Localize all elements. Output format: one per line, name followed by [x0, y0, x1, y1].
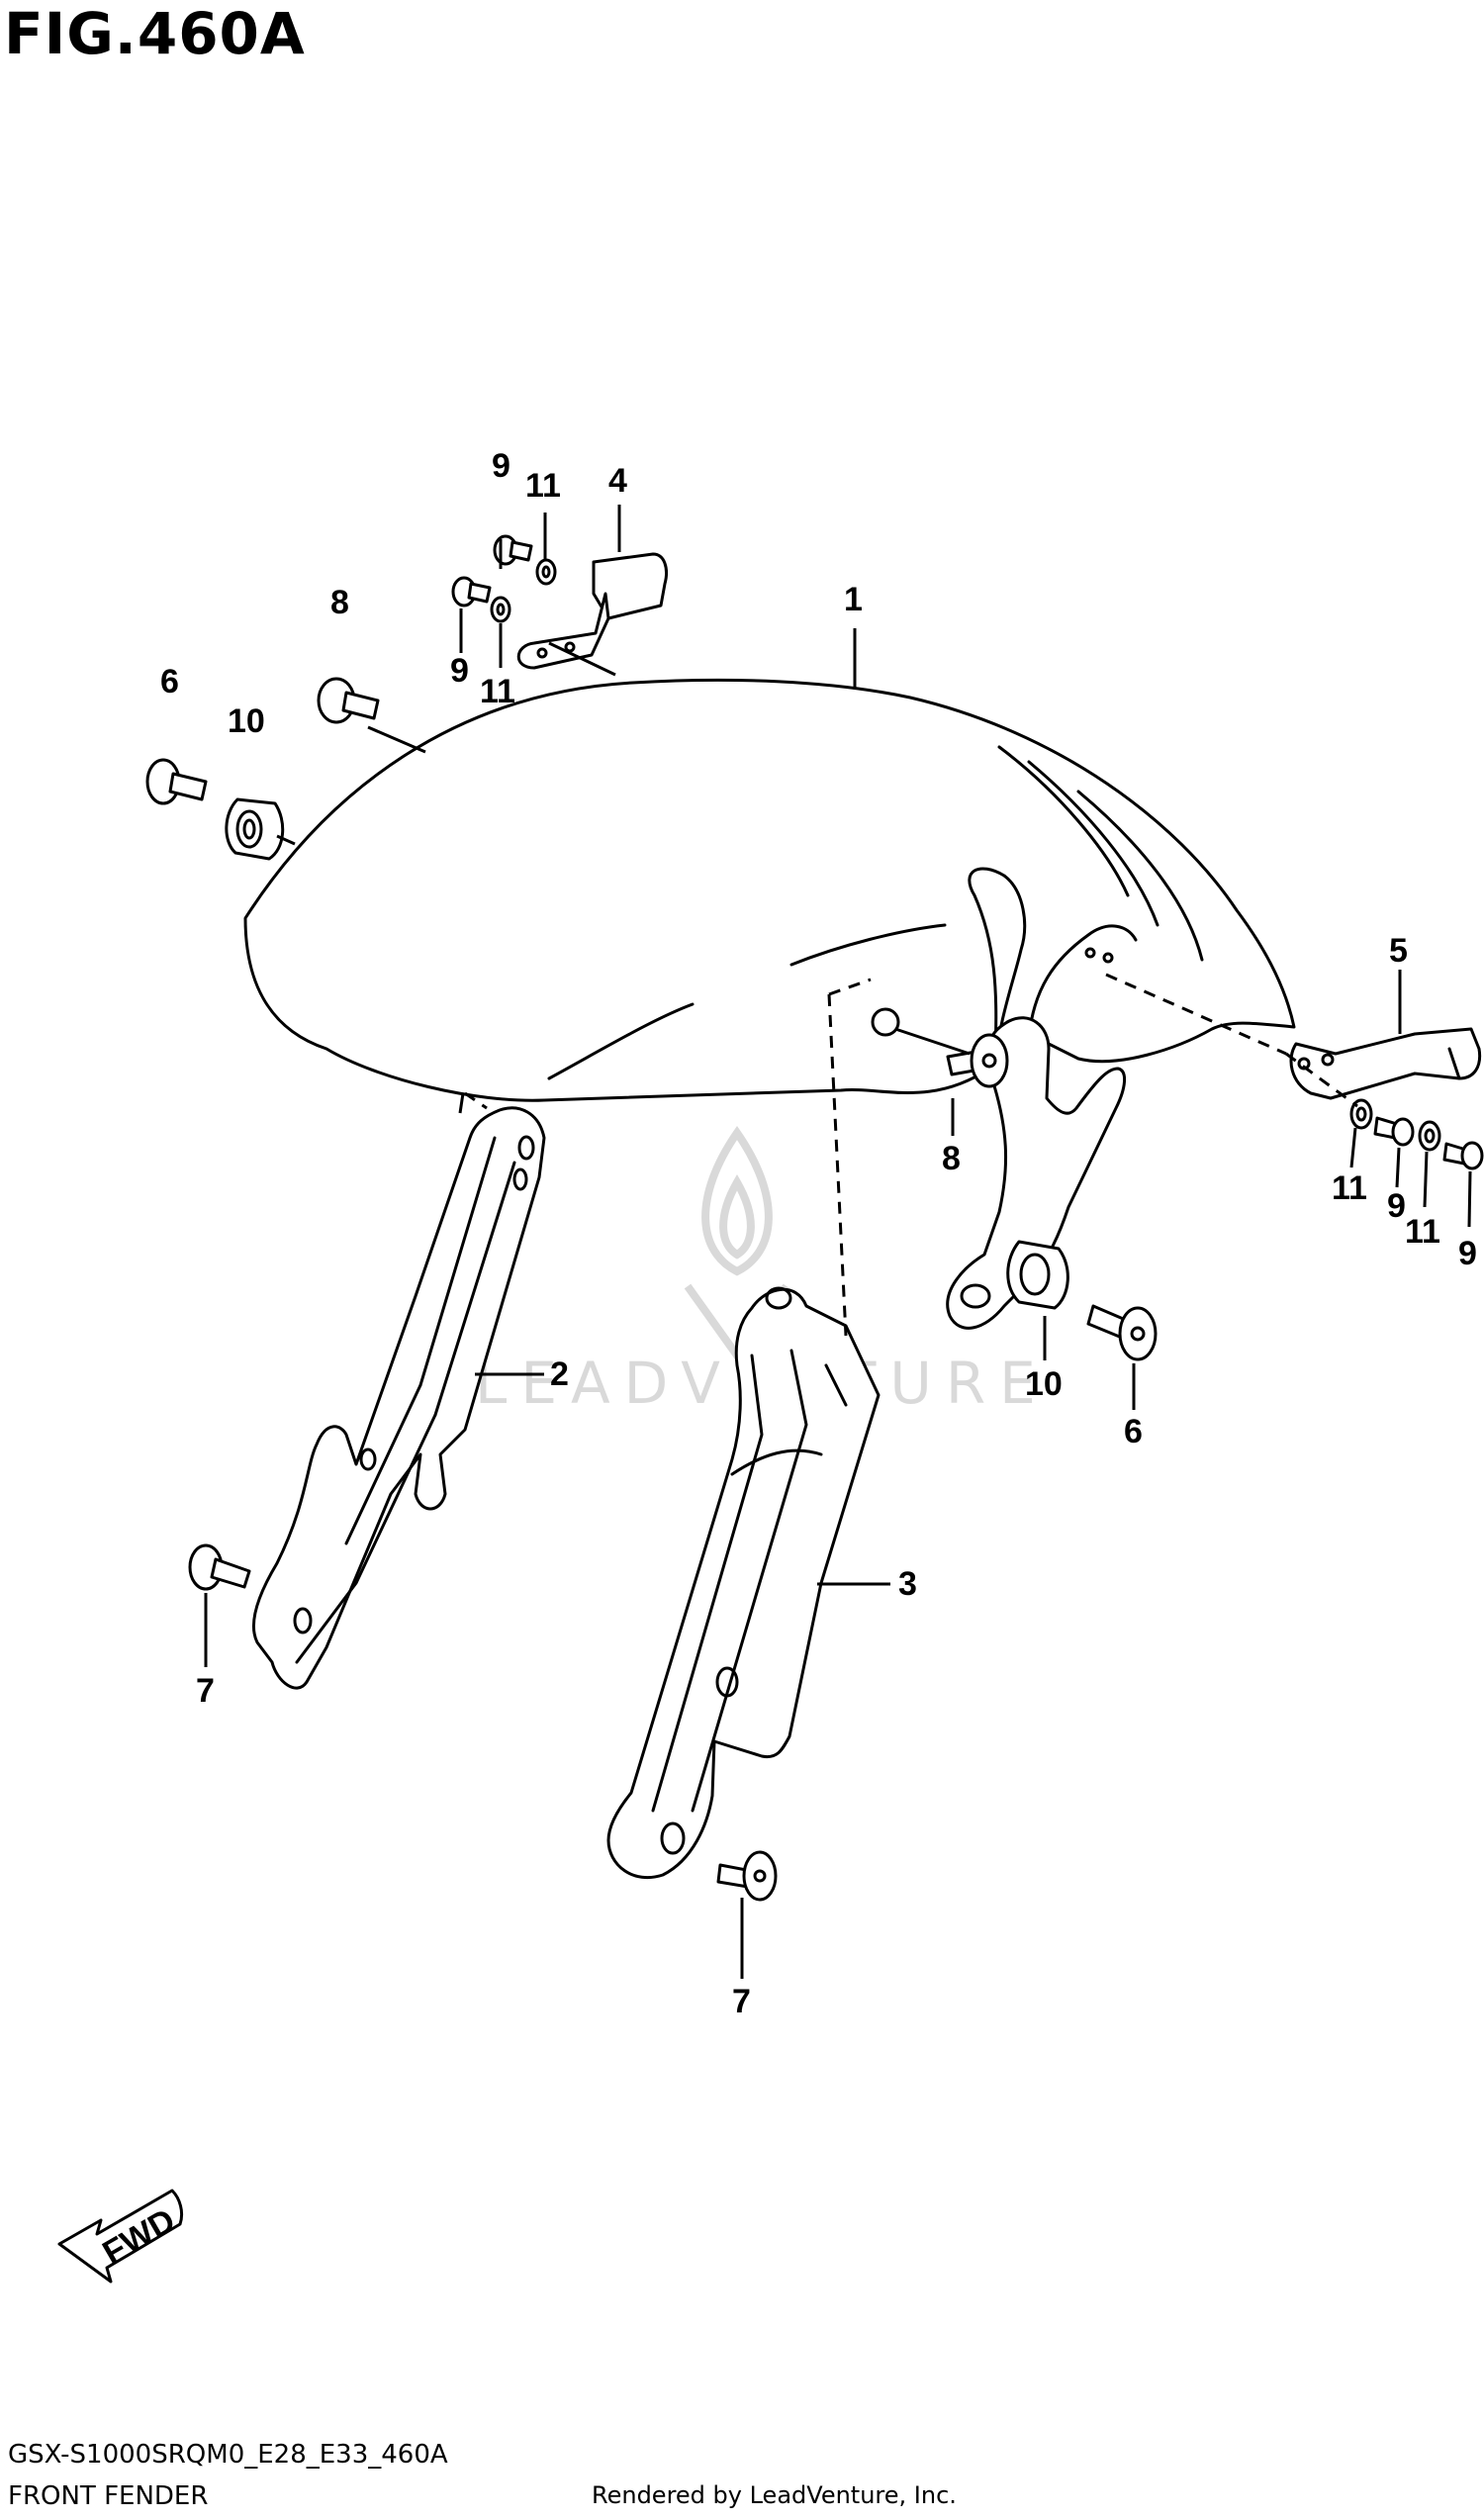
front-fender-part	[243, 678, 1296, 1102]
washer-11-upper-left-part	[490, 596, 511, 623]
washer-11-upper-part	[535, 558, 557, 586]
diagram-code: GSX-S1000SRQM0_E28_E33_460A	[8, 2440, 448, 2470]
callout-5: 5	[1389, 932, 1408, 970]
callout-8-right: 8	[942, 1140, 961, 1177]
grommet-10-left-part	[225, 797, 285, 861]
section-name: FRONT FENDER	[8, 2481, 209, 2511]
callout-3: 3	[898, 1565, 917, 1603]
callout-9-right-b: 9	[1458, 1235, 1477, 1272]
callouts: 1 4 9 11 9 11 8 6 10 5 11 9 11 9 8 10 6 …	[160, 447, 1477, 2020]
stay-upper-part	[516, 552, 668, 670]
fwd-arrow-icon: FWD	[57, 2189, 184, 2284]
callout-10-right: 10	[1025, 1365, 1063, 1403]
stay-right-part	[1289, 1027, 1482, 1100]
grommet-10-right-part	[1006, 1240, 1069, 1310]
bolt-9-right-b-part	[1442, 1141, 1484, 1170]
callout-7-left: 7	[196, 1672, 215, 1710]
callout-9-upper: 9	[492, 447, 510, 485]
bolt-8-right-part	[946, 1033, 1009, 1088]
bolt-9-upper-left-part	[451, 576, 492, 607]
bolt-6-right-part	[1086, 1304, 1158, 1361]
leader-lines	[204, 505, 1472, 1979]
callout-4: 4	[608, 462, 627, 500]
callout-6-right: 6	[1124, 1413, 1143, 1450]
rendered-by-credit: Rendered by LeadVenture, Inc.	[592, 2481, 957, 2509]
callout-11-right-a: 11	[1332, 1169, 1367, 1207]
callout-6-left: 6	[160, 663, 179, 700]
bolt-6-left-part	[145, 758, 208, 805]
callout-8-left: 8	[330, 584, 349, 621]
figure-title: FIG.460A	[4, 0, 306, 67]
callout-2: 2	[550, 1355, 569, 1393]
callout-7-right: 7	[732, 1983, 751, 2020]
callout-10-left: 10	[228, 702, 265, 740]
bolt-7-right-part	[716, 1850, 778, 1902]
bolt-8-left-part	[317, 677, 380, 724]
callout-9-upper-left: 9	[450, 652, 469, 690]
washer-11-right-b-part	[1418, 1120, 1441, 1152]
bolt-9-right-a-part	[1373, 1116, 1415, 1147]
callout-11-upper: 11	[525, 467, 561, 505]
fork-mount-right-part	[871, 1007, 1126, 1330]
callout-11-right-b: 11	[1405, 1213, 1440, 1251]
callout-1: 1	[844, 581, 863, 618]
callout-11-upper-left: 11	[480, 673, 515, 710]
bolt-7-left-part	[188, 1543, 251, 1591]
callout-9-right-a: 9	[1387, 1187, 1406, 1225]
assembly-lines	[464, 973, 1358, 1337]
fender-bracket-right-part	[606, 1286, 881, 1880]
fender-bracket-left-part	[252, 1106, 546, 1690]
